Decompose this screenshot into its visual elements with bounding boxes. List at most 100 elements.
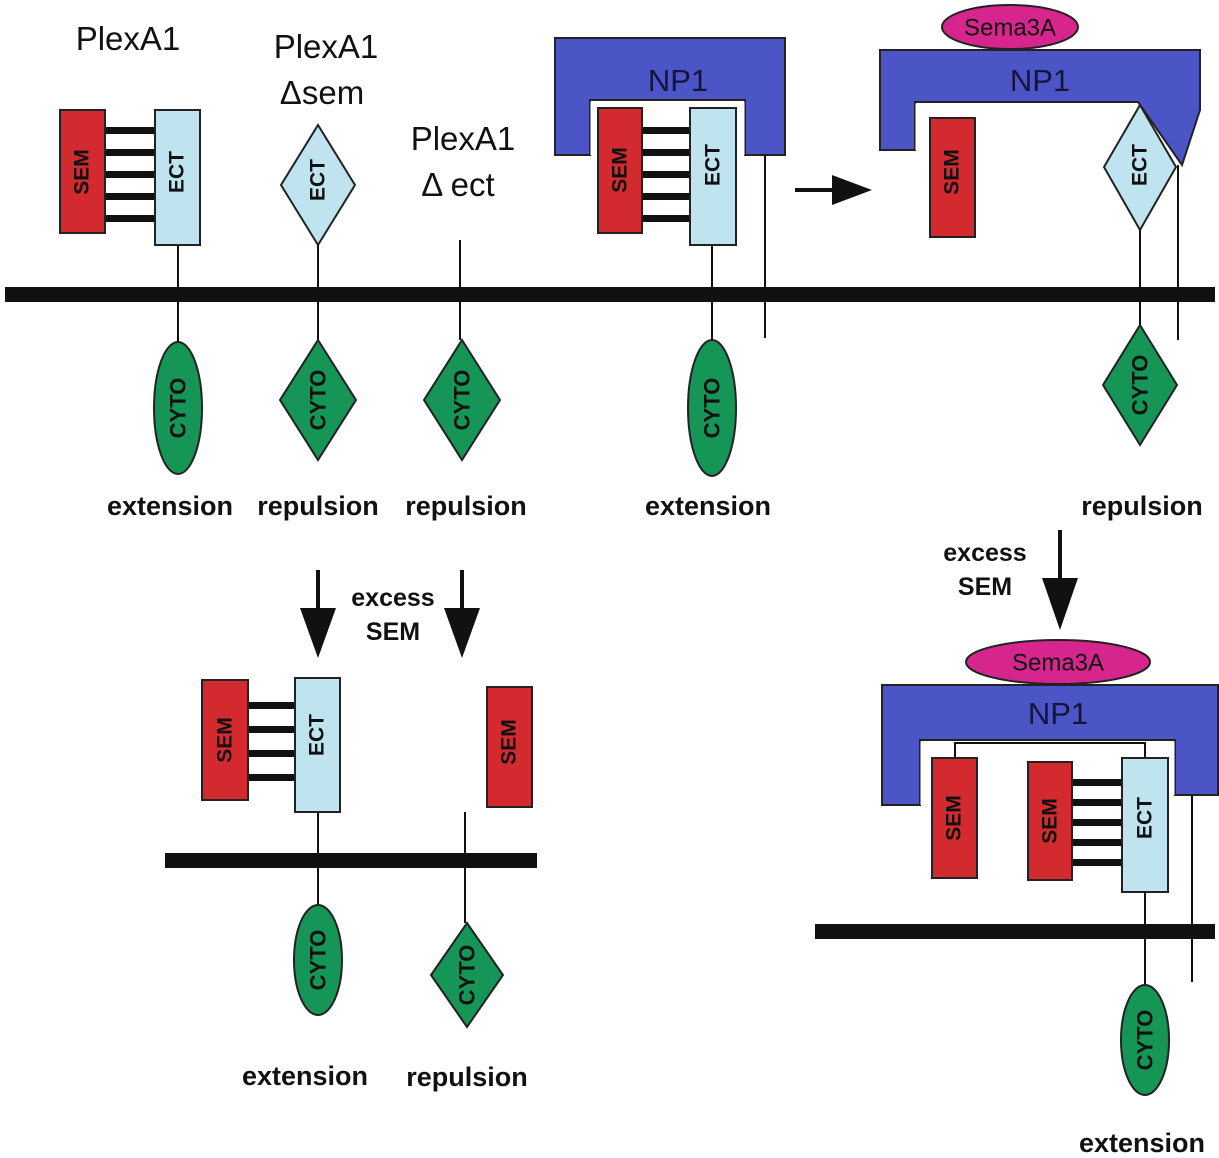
membrane-top bbox=[5, 287, 1215, 302]
rescue-cyto-domain bbox=[293, 904, 343, 1016]
sema3a-complex-ect-label: ECT bbox=[1129, 144, 1152, 186]
sema3a-label-bottom: Sema3A bbox=[1012, 650, 1104, 677]
rescue-ect-domain bbox=[294, 677, 341, 813]
sem-bridge-line bbox=[954, 742, 1146, 758]
excess-sem-right-line2: SEM bbox=[958, 573, 1012, 601]
excess-sem-left-line1: excess bbox=[351, 584, 434, 612]
plexa1-delta-sem-cyto-domain bbox=[278, 338, 358, 462]
np1-receptor-bottom bbox=[881, 684, 1219, 806]
np1-bound-label: NP1 bbox=[1010, 63, 1070, 98]
free-sem-domain bbox=[486, 686, 533, 808]
plexa1-cyto-label: CYTO bbox=[166, 378, 191, 439]
plexa1-delta-ect-outcome: repulsion bbox=[405, 491, 527, 521]
sema3a-complex-sem-label: SEM bbox=[941, 149, 964, 195]
np1-label-bottom: NP1 bbox=[1028, 696, 1088, 731]
plexa1-delta-sem-outcome: repulsion bbox=[257, 491, 379, 521]
plexa1-delta-sem-title: PlexA1 bbox=[274, 28, 379, 65]
plexa1-bar-4 bbox=[105, 193, 155, 200]
sema3a-np1-complex: Sema3A NP1 SEM ECT CYTO repulsion bbox=[879, 4, 1203, 521]
np1-complex-sem-domain bbox=[597, 107, 643, 234]
sema3a-complex-cyto-label: CYTO bbox=[1128, 355, 1153, 416]
plexa1-sem-label: SEM bbox=[71, 149, 94, 195]
plexa1-title: PlexA1 bbox=[76, 20, 181, 57]
excess-sem-left-line2: SEM bbox=[366, 618, 420, 646]
rescue-bar-1 bbox=[248, 702, 295, 709]
excess-free-sem-label: SEM bbox=[943, 795, 966, 841]
np1-complex-bar-4 bbox=[642, 193, 690, 200]
rescue-bar-3 bbox=[248, 750, 295, 757]
membrane-bottom-left bbox=[165, 853, 537, 868]
plexa1-bar-1 bbox=[105, 127, 155, 134]
rescue-sem-domain bbox=[201, 679, 249, 801]
np1-complex-bar-1 bbox=[642, 127, 690, 134]
delta-ect-cyto-domain-bottom bbox=[429, 921, 505, 1029]
sema3a-label: Sema3A bbox=[964, 15, 1056, 42]
excess-sem-right-panel: excess SEM Sema3A NP1 SEM SEM ECT CYTO e… bbox=[815, 530, 1219, 1158]
plexa1-bar-2 bbox=[105, 149, 155, 156]
np1-receptor-bound bbox=[879, 49, 1201, 168]
sema3a-complex-cyto-domain bbox=[1101, 323, 1179, 447]
down-arrow-icon bbox=[1042, 530, 1078, 630]
rescue-outcome: extension bbox=[242, 1061, 368, 1091]
np1-complex-ect-label: ECT bbox=[702, 144, 725, 186]
plexa1-full: PlexA1 SEM ECT CYTO extension bbox=[59, 20, 233, 521]
np1-complex-sem-label: SEM bbox=[609, 147, 632, 193]
plexa1-delta-sem-ect-label: ECT bbox=[307, 159, 330, 201]
plexa1-delta-ect-subtitle: Δ ect bbox=[421, 166, 494, 203]
excess-sem-left-panel: excess SEM SEM ECT CYTO extension SEM CY… bbox=[165, 570, 537, 1092]
plexa1-delta-ect: PlexA1 Δ ect CYTO repulsion bbox=[405, 120, 527, 521]
bottom-right-cyto-domain bbox=[1120, 984, 1170, 1096]
bottom-right-bar-3 bbox=[1072, 819, 1122, 826]
bottom-right-ect-label: ECT bbox=[1134, 797, 1157, 839]
plexa1-ect-label: ECT bbox=[166, 151, 189, 193]
plexa1-sem-domain bbox=[59, 109, 106, 234]
sema3a-complex-outcome: repulsion bbox=[1081, 491, 1203, 521]
plexa1-delta-ect-title: PlexA1 bbox=[411, 120, 516, 157]
np1-receptor bbox=[554, 37, 786, 156]
bottom-right-cyto-label: CYTO bbox=[1133, 1010, 1158, 1071]
excess-free-sem-domain bbox=[931, 757, 978, 879]
np1-complex-bar-3 bbox=[642, 171, 690, 178]
down-arrow-icon bbox=[300, 570, 336, 658]
np1-complex-bar-5 bbox=[642, 215, 690, 222]
plexa1-delta-sem-subtitle: Δsem bbox=[280, 74, 364, 111]
bottom-right-bar-1 bbox=[1072, 779, 1122, 786]
bottom-right-bar-2 bbox=[1072, 799, 1122, 806]
bottom-right-bar-5 bbox=[1072, 859, 1122, 866]
plexa1-cyto-domain bbox=[153, 341, 203, 475]
rescue-bar-2 bbox=[248, 726, 295, 733]
down-arrow-icon bbox=[444, 570, 480, 658]
bottom-right-bar-4 bbox=[1072, 839, 1122, 846]
rescue-bar-4 bbox=[248, 774, 295, 781]
plexa1-bar-3 bbox=[105, 171, 155, 178]
np1-complex-cyto-label: CYTO bbox=[700, 378, 725, 439]
excess-sem-right-line1: excess bbox=[943, 539, 1026, 567]
plexa1-delta-sem-cyto-label: CYTO bbox=[306, 370, 331, 431]
delta-ect-outcome-bottom: repulsion bbox=[406, 1062, 528, 1092]
np1-label: NP1 bbox=[648, 63, 708, 98]
bottom-right-outcome: extension bbox=[1079, 1128, 1205, 1158]
plexa1-ect-domain bbox=[154, 109, 201, 246]
np1-complex-ect-domain bbox=[689, 107, 737, 246]
sema3a-complex-sem-domain bbox=[929, 117, 976, 238]
plexa1-delta-sem: PlexA1 Δsem ECT CYTO repulsion bbox=[257, 28, 379, 521]
membrane-bottom-right bbox=[815, 924, 1215, 939]
plexa1-delta-ect-cyto-label: CYTO bbox=[450, 370, 475, 431]
plexa1-outcome: extension bbox=[107, 491, 233, 521]
right-arrow-icon bbox=[795, 175, 872, 205]
plexa1-bar-5 bbox=[105, 215, 155, 222]
np1-inner-edge bbox=[590, 101, 745, 155]
plexa1-delta-ect-cyto-domain bbox=[422, 338, 502, 462]
bottom-right-ect-domain bbox=[1121, 757, 1169, 893]
rescue-sem-label: SEM bbox=[214, 717, 237, 763]
rescue-ect-label: ECT bbox=[306, 714, 329, 756]
delta-ect-cyto-label-bottom: CYTO bbox=[455, 945, 480, 1006]
np1-complex-cyto-domain bbox=[687, 339, 737, 477]
np1-plexa1-complex: NP1 SEM ECT CYTO extension bbox=[554, 37, 786, 521]
bottom-right-sem-label: SEM bbox=[1039, 798, 1062, 844]
np1-complex-bar-2 bbox=[642, 149, 690, 156]
free-sem-label: SEM bbox=[498, 719, 521, 765]
bottom-right-sem-domain bbox=[1027, 761, 1073, 881]
np1-complex-outcome: extension bbox=[645, 491, 771, 521]
